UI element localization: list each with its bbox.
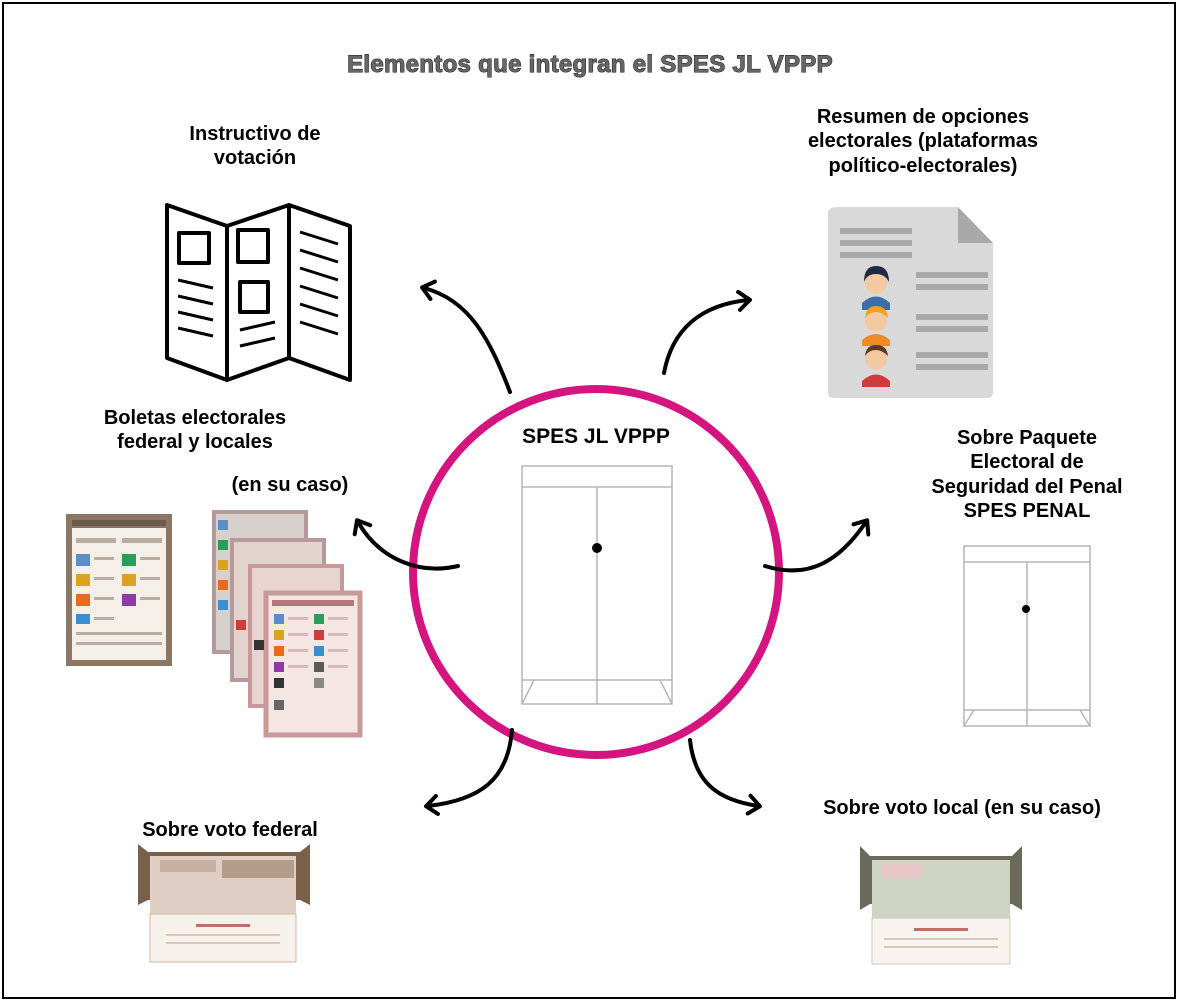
arrow-to-sobre-local — [688, 738, 762, 816]
penal-envelope-icon — [963, 545, 1091, 727]
instructivo-label: Instructivo de votación — [189, 123, 321, 170]
arrow-to-boletas — [352, 518, 460, 571]
sobre-federal-label: Sobre voto federal — [142, 819, 318, 841]
federal-ballot-icon — [66, 514, 172, 666]
sobre-penal-label: Sobre Paquete Electoral de Seguridad del… — [931, 427, 1123, 523]
local-vote-envelope-icon — [860, 846, 1022, 965]
sobre-local-label: Sobre voto local (en su caso) — [823, 797, 1101, 819]
center-label: SPES JL VPPP — [522, 425, 670, 448]
federal-vote-envelope-icon — [138, 844, 310, 963]
boletas-case-label: (en su caso) — [231, 474, 349, 496]
arrow-to-resumen — [662, 289, 752, 375]
arrow-to-sobre-federal — [424, 728, 514, 816]
resumen-label: Resumen de opciones electorales (platafo… — [807, 106, 1039, 177]
candidate-avatar-icon — [862, 306, 890, 346]
candidate-avatar-icon — [862, 345, 890, 387]
penal-envelope-clasp-icon — [1022, 605, 1030, 613]
central-envelope-icon — [521, 465, 673, 705]
arrow-to-instructivo — [420, 279, 512, 394]
boletas-label: Boletas electorales federal y locales — [103, 407, 287, 454]
brochure-icon — [165, 203, 352, 382]
document-icon — [828, 207, 993, 398]
candidate-avatar-icon — [862, 266, 890, 310]
diagram-title: Elementos que integran el SPES JL VPPP — [347, 50, 833, 78]
arrow-to-sobre-penal — [763, 518, 871, 573]
envelope-clasp-icon — [592, 543, 602, 553]
local-ballots-icon — [212, 510, 363, 738]
